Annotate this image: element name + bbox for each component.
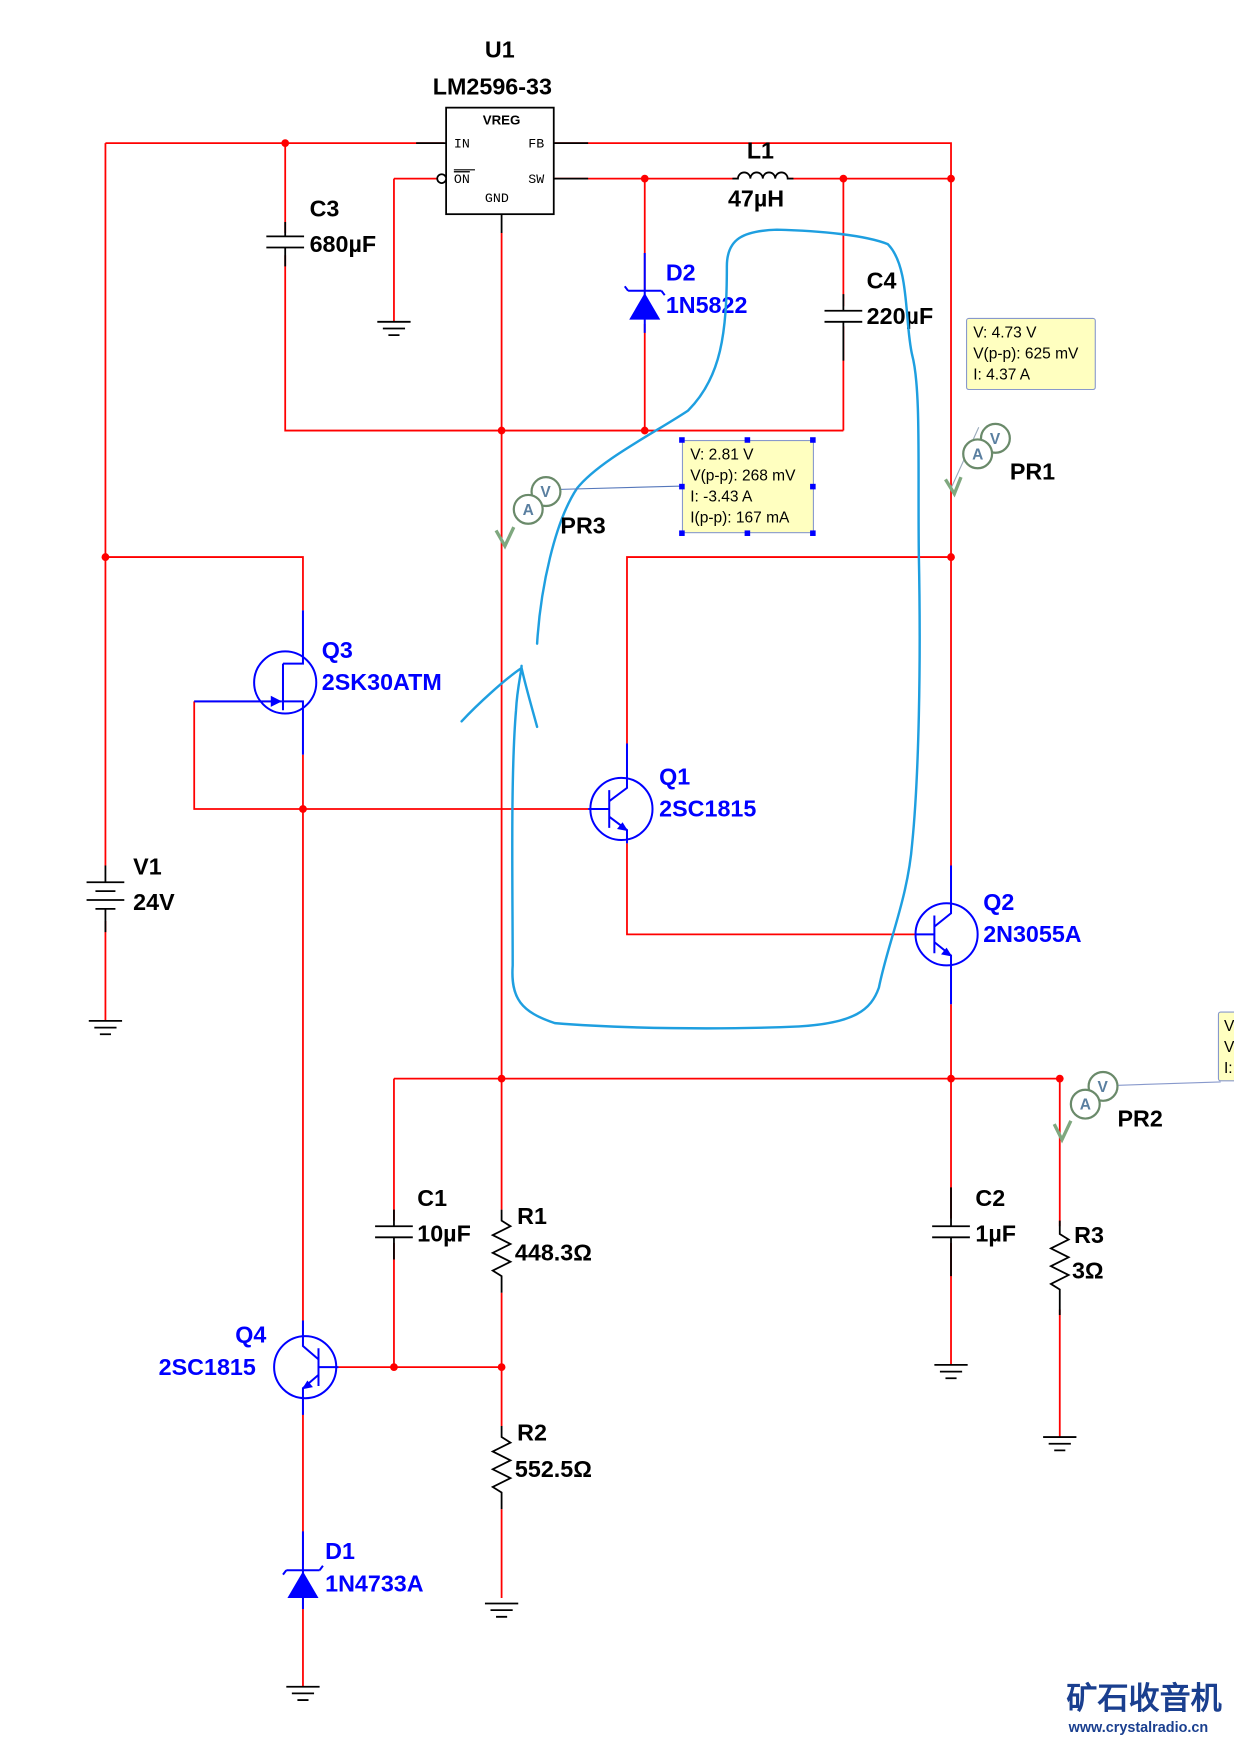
c4-capacitor[interactable]: C4 220µF (824, 268, 934, 361)
c2-capacitor[interactable]: C2 1µF (932, 1185, 1016, 1277)
svg-text:Q2: Q2 (983, 889, 1014, 915)
pr3-readout (681, 439, 814, 534)
r1-resistor[interactable]: R1 448.3Ω (490, 1203, 592, 1293)
svg-text:I: -3.43 A: I: -3.43 A (690, 489, 753, 506)
svg-text:1µF: 1µF (975, 1221, 1016, 1247)
svg-text:R2: R2 (517, 1419, 547, 1445)
r2-resistor[interactable]: R2 552.5Ω (490, 1419, 592, 1510)
svg-text:A: A (972, 446, 983, 463)
svg-text:V: V (1224, 1018, 1234, 1035)
q1-transistor[interactable]: Q1 2SC1815 (588, 743, 756, 844)
probe-pr3[interactable]: A V PR3 V: 2.81 V V(p-p): 268 mV I: -3.4… (494, 437, 816, 550)
q4-transistor[interactable]: Q4 2SC1815 (159, 1320, 339, 1415)
pr1-readout (965, 317, 1096, 391)
svg-text:I:: I: (1224, 1060, 1233, 1077)
pr2-readout (1217, 1011, 1234, 1082)
svg-text:1N4733A: 1N4733A (325, 1570, 424, 1596)
svg-text:2SK30ATM: 2SK30ATM (322, 669, 442, 695)
svg-text:V: V (540, 484, 551, 501)
d2-diode[interactable]: D2 1N5822 (623, 253, 748, 333)
svg-text:C1: C1 (417, 1185, 447, 1211)
svg-text:A: A (523, 502, 534, 519)
svg-text:C2: C2 (975, 1185, 1005, 1211)
svg-text:I(p-p): 167 mA: I(p-p): 167 mA (690, 510, 790, 527)
svg-text:47µH: 47µH (728, 185, 784, 211)
u1-regulator[interactable]: U1 LM2596-33 VREG IN ON GND FB SW (416, 37, 589, 216)
svg-text:2SC1815: 2SC1815 (159, 1354, 256, 1380)
svg-text:PR3: PR3 (560, 513, 605, 539)
r3-resistor[interactable]: R3 3Ω (1048, 1220, 1104, 1315)
svg-text:448.3Ω: 448.3Ω (515, 1240, 592, 1266)
l1-inductor[interactable]: L1 47µH (728, 138, 794, 212)
svg-text:SW: SW (528, 172, 544, 187)
svg-text:V(p-p): 625 mV: V(p-p): 625 mV (973, 345, 1079, 362)
svg-text:Q4: Q4 (235, 1322, 266, 1348)
svg-text:IN: IN (454, 137, 470, 152)
hand-drawn-current-loop (460, 228, 921, 1030)
svg-text:V: 4.73 V: V: 4.73 V (973, 324, 1037, 341)
svg-text:V1: V1 (133, 853, 162, 879)
svg-text:LM2596-33: LM2596-33 (433, 73, 552, 99)
svg-text:FB: FB (528, 137, 544, 152)
junctions (101, 139, 1064, 1372)
svg-text:PR2: PR2 (1117, 1105, 1162, 1131)
svg-text:I: 4.37 A: I: 4.37 A (973, 367, 1031, 384)
svg-text:V: V (1224, 1039, 1234, 1056)
svg-text:U1: U1 (485, 37, 515, 63)
svg-text:V: 2.81 V: V: 2.81 V (690, 446, 754, 463)
svg-text:V: V (1097, 1079, 1108, 1096)
probe-pr2[interactable]: A V PR2 V V I: (1052, 1011, 1234, 1144)
svg-text:L1: L1 (747, 138, 774, 164)
svg-text:1N5822: 1N5822 (666, 292, 748, 318)
watermark-logo: 矿石收音机 www.crystalradio.cn (1066, 1681, 1221, 1736)
wires (101, 139, 1064, 1687)
svg-text:2N3055A: 2N3055A (983, 921, 1082, 947)
svg-text:220µF: 220µF (867, 303, 934, 329)
v1-battery[interactable]: V1 24V (86, 853, 176, 933)
svg-text:V: V (990, 431, 1001, 448)
svg-text:R3: R3 (1074, 1222, 1104, 1248)
svg-text:VREG: VREG (483, 112, 521, 127)
svg-text:D2: D2 (666, 260, 696, 286)
svg-text:C3: C3 (310, 195, 340, 221)
probe-pr1[interactable]: A V PR1 V: 4.73 V V(p-p): 625 mV I: 4.37… (944, 317, 1096, 498)
svg-text:Q3: Q3 (322, 637, 353, 663)
svg-text:GND: GND (485, 191, 509, 206)
ground-symbols (88, 320, 1077, 1701)
svg-text:552.5Ω: 552.5Ω (515, 1456, 592, 1482)
q3-jfet[interactable]: Q3 2SK30ATM (194, 610, 442, 755)
svg-text:R1: R1 (517, 1203, 547, 1229)
svg-text:3Ω: 3Ω (1072, 1257, 1104, 1283)
c1-capacitor[interactable]: C1 10µF (375, 1185, 471, 1260)
svg-text:矿石收音机: 矿石收音机 (1066, 1681, 1221, 1717)
svg-text:Q1: Q1 (659, 764, 690, 790)
svg-text:ON: ON (454, 172, 470, 187)
svg-text:24V: 24V (133, 889, 175, 915)
d1-zener-diode[interactable]: D1 1N4733A (282, 1531, 424, 1610)
q2-transistor[interactable]: Q2 2N3055A (914, 865, 1082, 1005)
c3-capacitor[interactable]: C3 680µF (266, 195, 377, 267)
svg-text:680µF: 680µF (310, 231, 377, 257)
svg-text:2SC1815: 2SC1815 (659, 796, 756, 822)
svg-text:A: A (1080, 1097, 1091, 1114)
svg-text:PR1: PR1 (1010, 458, 1055, 484)
svg-text:V(p-p): 268 mV: V(p-p): 268 mV (690, 467, 796, 484)
svg-text:www.crystalradio.cn: www.crystalradio.cn (1068, 1720, 1209, 1736)
svg-text:C4: C4 (867, 268, 897, 294)
svg-text:D1: D1 (325, 1538, 355, 1564)
svg-text:10µF: 10µF (417, 1221, 471, 1247)
